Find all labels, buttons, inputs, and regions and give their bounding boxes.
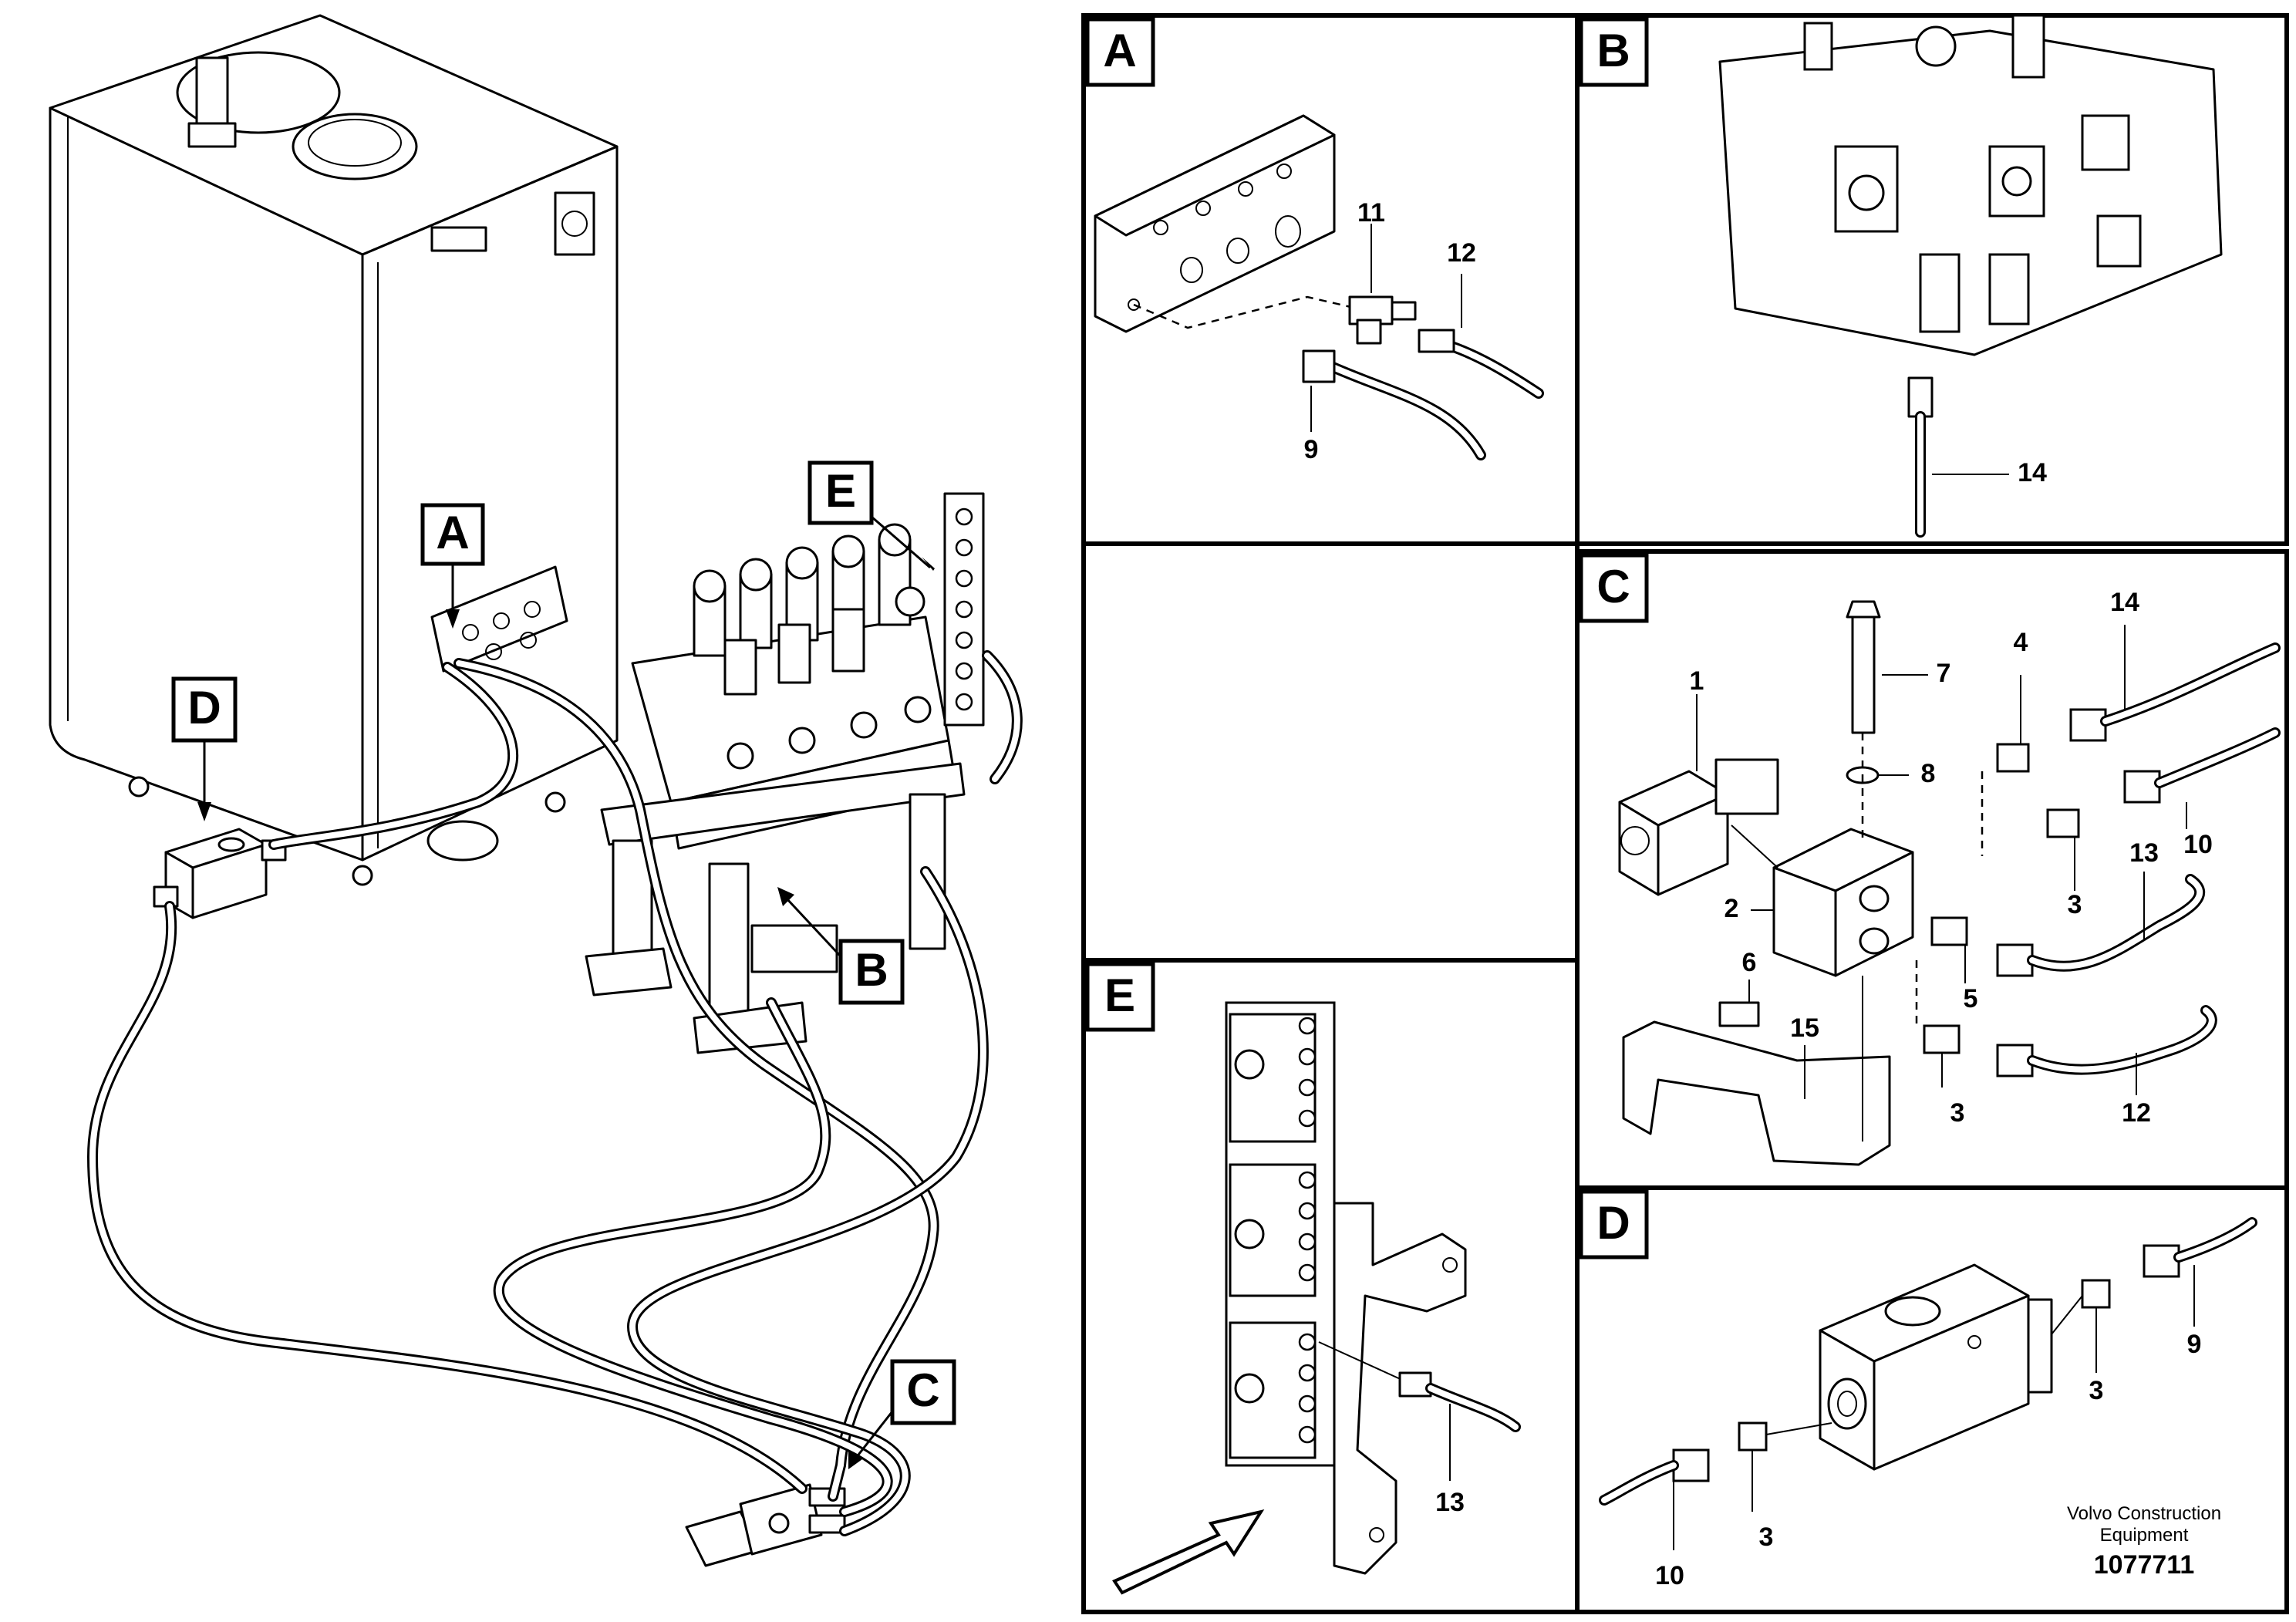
tee-fitting [1348, 295, 1417, 345]
svg-text:A: A [436, 507, 469, 558]
footer-company-line2: Equipment [2100, 1525, 2189, 1546]
c-hoses [2027, 642, 2281, 1075]
detail-panel-e: E 13 [1081, 958, 1580, 1614]
restrictor-block [1819, 1263, 2053, 1471]
detail-panel-b: B 14 [1575, 13, 2289, 546]
label-c-7: 7 [1937, 659, 1951, 688]
label-c-3b: 3 [1950, 1098, 1965, 1128]
solenoid-valve [1618, 758, 1779, 896]
callout-c: C [848, 1359, 956, 1469]
label-a-9: 9 [1304, 435, 1319, 464]
detail-panel-d: D 3 9 3 10 [1575, 1185, 2289, 1614]
label-c-8: 8 [1921, 759, 1936, 788]
mounting-plate-a [430, 565, 568, 673]
detail-panel-c: C [1575, 549, 2289, 1190]
svg-text:D: D [1596, 1197, 1630, 1249]
label-c-14: 14 [2110, 588, 2139, 617]
svg-text:E: E [825, 465, 856, 517]
hydraulic-tank [49, 14, 619, 886]
label-c-2: 2 [1725, 894, 1739, 923]
label-b-14: 14 [2018, 458, 2047, 487]
svg-text:B: B [1596, 25, 1630, 76]
label-c-15: 15 [1790, 1013, 1819, 1043]
callout-b: B [777, 887, 905, 1005]
label-a-12: 12 [1447, 238, 1476, 268]
detail-panel-a: A 11 12 9 [1081, 13, 1580, 546]
svg-text:C: C [1596, 561, 1630, 612]
svg-text:E: E [1104, 969, 1135, 1021]
label-e-13: 13 [1435, 1488, 1465, 1517]
hoses [86, 650, 1023, 1536]
label-c-5: 5 [1964, 984, 1978, 1013]
valve-block-2 [1772, 828, 1914, 977]
svg-text:D: D [187, 682, 221, 733]
callout-a: A [420, 503, 485, 629]
block-d [153, 828, 287, 919]
label-c-10: 10 [2183, 830, 2213, 859]
label-c-12: 12 [2122, 1098, 2151, 1128]
callout-e: E [807, 460, 935, 571]
view-direction-arrow [1112, 1509, 1265, 1595]
drawing-number: 1077711 [2094, 1550, 2195, 1580]
svg-text:B: B [855, 944, 888, 996]
label-c-6: 6 [1742, 948, 1757, 977]
label-d-3b: 3 [1759, 1523, 1774, 1552]
callout-d: D [171, 676, 238, 821]
svg-text:C: C [906, 1364, 939, 1416]
valve-c-assembly [685, 1483, 846, 1567]
label-d-9: 9 [2187, 1330, 2202, 1359]
label-c-3a: 3 [2068, 890, 2082, 919]
main-assembly: A D E B C [49, 14, 1023, 1567]
svg-text:A: A [1103, 25, 1136, 76]
label-d-10: 10 [1655, 1561, 1684, 1590]
label-d-3a: 3 [2089, 1376, 2104, 1405]
label-c-4: 4 [2014, 628, 2028, 657]
footer-company-line1: Volvo Construction [2067, 1503, 2221, 1524]
label-a-11: 11 [1357, 198, 1385, 228]
label-c-1: 1 [1690, 666, 1704, 696]
label-c-13: 13 [2129, 838, 2159, 868]
